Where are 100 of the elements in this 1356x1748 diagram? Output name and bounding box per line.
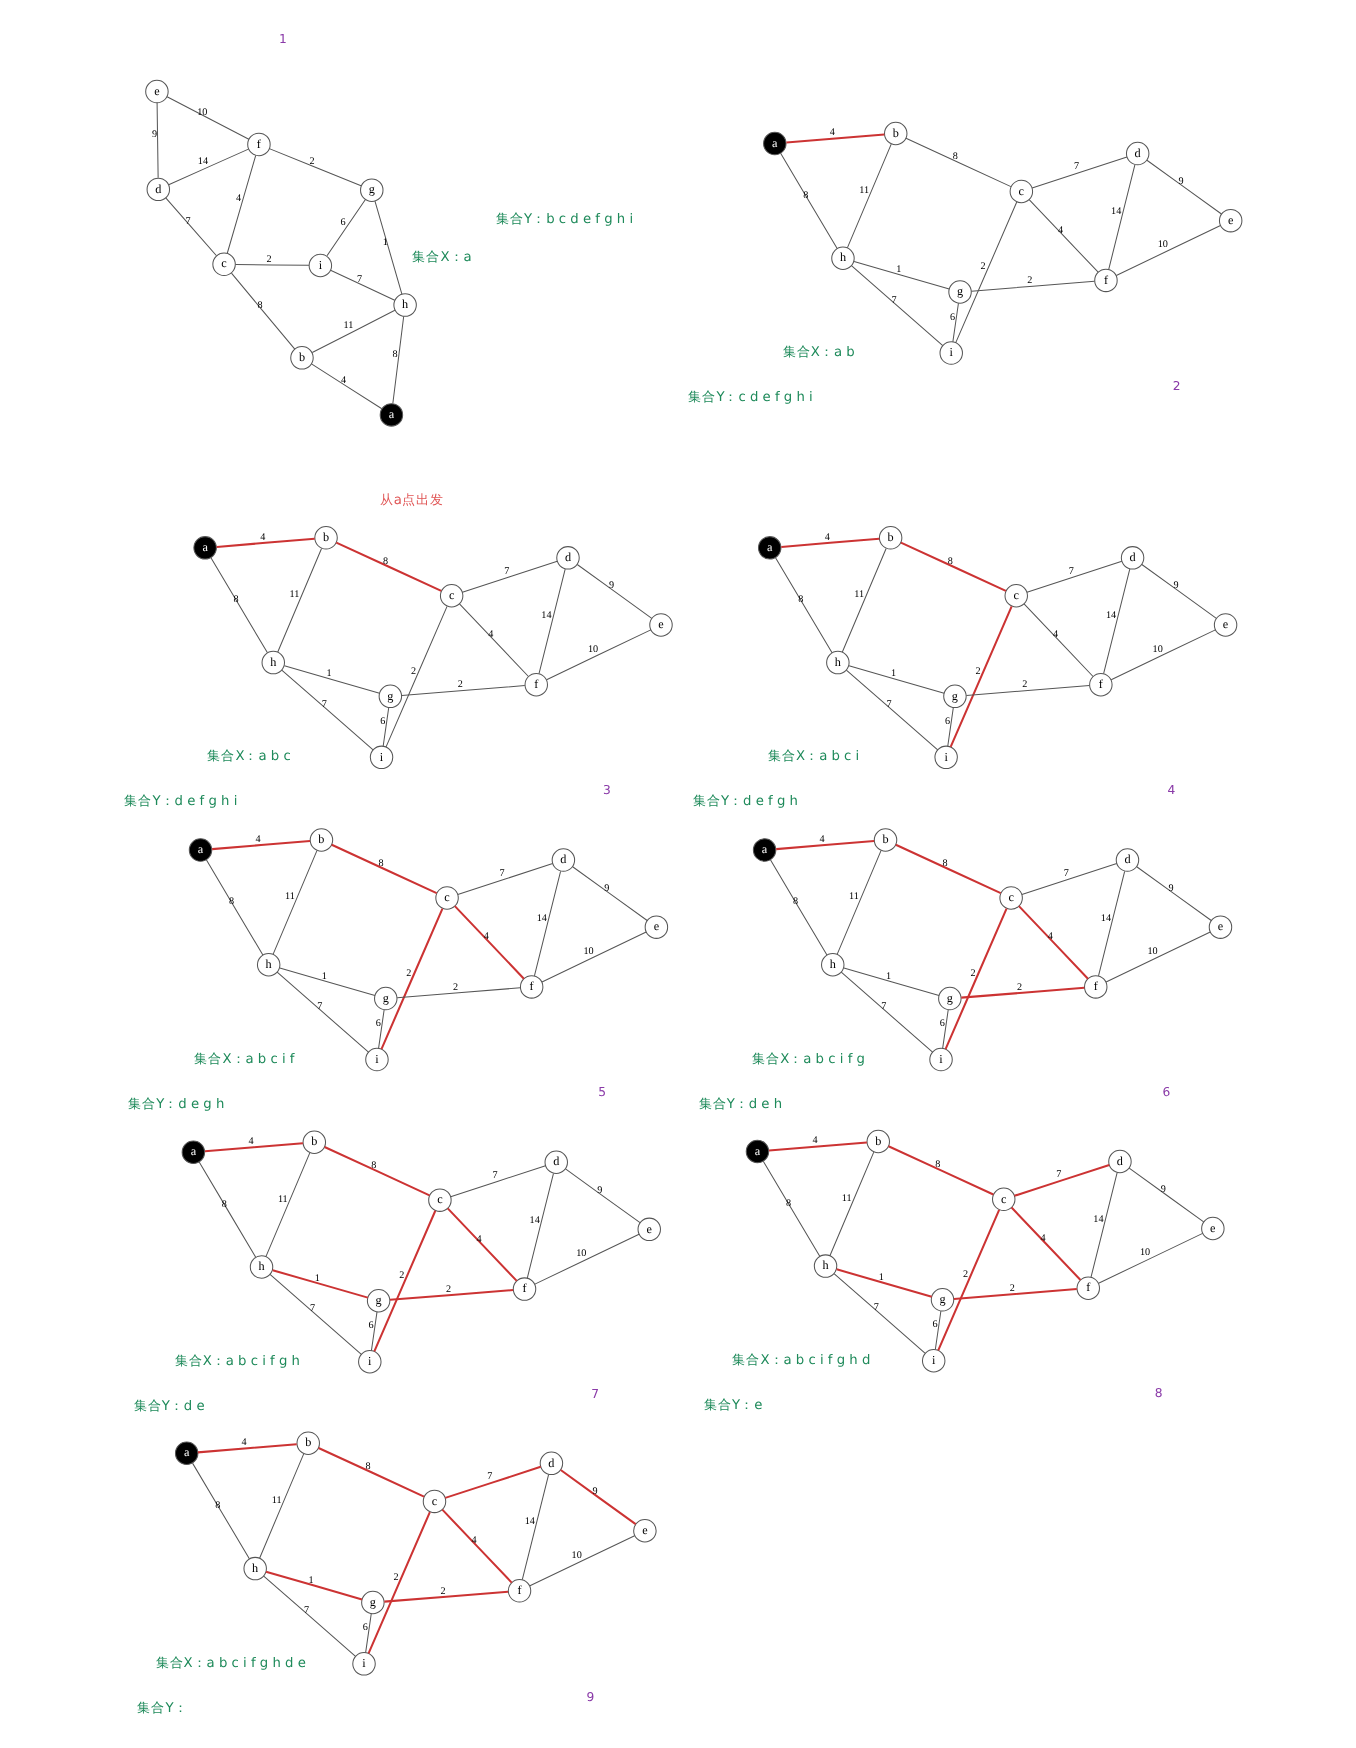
connector <box>933 1310 941 1350</box>
connector <box>258 1453 304 1559</box>
connector <box>936 1209 1000 1351</box>
connector <box>165 96 249 140</box>
connector <box>1140 564 1216 619</box>
connector <box>533 1233 639 1285</box>
connector <box>449 1165 546 1198</box>
connector <box>545 629 651 681</box>
connector <box>264 1570 362 1601</box>
connector <box>1020 863 1117 895</box>
connector <box>845 143 891 249</box>
connector <box>1145 159 1221 215</box>
connector <box>1027 199 1098 273</box>
connector <box>445 1207 517 1282</box>
connector <box>847 665 944 694</box>
connector <box>1097 870 1125 977</box>
connector <box>887 1145 993 1196</box>
connector <box>559 1469 636 1525</box>
connector <box>276 547 322 653</box>
connector <box>366 1511 430 1654</box>
connector <box>951 302 958 343</box>
connector <box>209 557 267 654</box>
connector <box>211 839 310 851</box>
connector <box>1022 603 1093 677</box>
connector <box>540 931 646 983</box>
connector <box>528 1535 635 1587</box>
connector <box>215 537 314 548</box>
connector <box>280 669 373 751</box>
connector <box>400 685 525 696</box>
connector <box>364 1613 371 1654</box>
connector <box>894 843 1001 895</box>
connector <box>1114 225 1220 276</box>
connector <box>1030 156 1127 189</box>
connector <box>1104 931 1210 983</box>
connector <box>948 605 1012 748</box>
connector <box>761 1160 820 1257</box>
connector <box>388 1289 513 1301</box>
connector <box>329 269 395 301</box>
connector <box>537 568 565 675</box>
connector <box>954 201 1017 344</box>
connector <box>532 870 561 977</box>
connector <box>1107 164 1135 270</box>
connector <box>952 1288 1076 1300</box>
connector <box>203 1142 302 1153</box>
connector <box>167 148 248 186</box>
connector <box>1127 1167 1204 1223</box>
connector <box>377 1009 384 1049</box>
connector <box>197 1161 256 1258</box>
connector <box>369 1311 377 1352</box>
connector <box>164 197 217 257</box>
connector <box>525 1173 553 1279</box>
connector <box>373 200 402 295</box>
connector <box>453 905 524 980</box>
connector <box>1102 568 1130 675</box>
connector <box>317 1447 424 1498</box>
connector <box>571 866 647 921</box>
connector <box>780 537 879 548</box>
connector <box>1109 629 1215 681</box>
connector <box>268 1273 361 1355</box>
connector <box>839 971 933 1053</box>
connector <box>457 603 528 677</box>
connector <box>852 261 949 290</box>
connector <box>234 263 309 266</box>
connector <box>330 843 437 895</box>
connector <box>391 316 404 405</box>
connector <box>325 199 365 257</box>
connector <box>904 137 1011 188</box>
connector <box>1089 1172 1117 1278</box>
connector <box>440 1508 512 1584</box>
connector <box>946 707 953 747</box>
connector <box>844 669 938 751</box>
connector <box>323 1146 429 1197</box>
connector <box>383 1590 508 1603</box>
connector <box>456 863 553 895</box>
connector <box>443 1465 540 1499</box>
connector <box>960 986 1084 999</box>
connector <box>264 1152 310 1257</box>
connector <box>849 265 943 347</box>
connector <box>460 560 557 593</box>
connector <box>204 859 263 956</box>
connector <box>835 850 881 955</box>
connector <box>381 707 389 747</box>
connector <box>282 665 380 694</box>
connector <box>832 1273 925 1354</box>
connector <box>372 1210 436 1352</box>
connector <box>379 908 443 1050</box>
connector <box>941 1009 948 1049</box>
connector <box>943 908 1007 1050</box>
connector <box>196 1443 296 1454</box>
connector <box>271 850 317 955</box>
connector <box>969 280 1094 292</box>
connector <box>775 839 874 851</box>
connector <box>155 102 158 179</box>
connector <box>575 564 652 619</box>
connector <box>384 605 447 748</box>
connector <box>840 547 886 653</box>
connector <box>1025 560 1122 593</box>
connector <box>828 1151 874 1256</box>
connector <box>964 685 1089 696</box>
connector <box>395 987 520 999</box>
